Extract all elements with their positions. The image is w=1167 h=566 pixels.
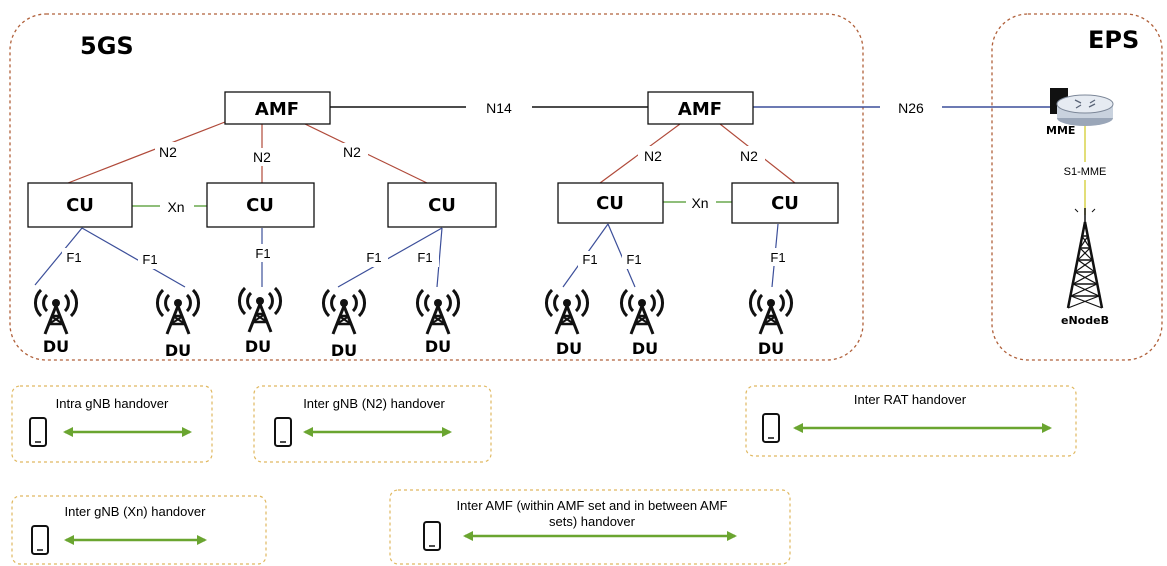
5gs-region	[9, 13, 864, 361]
f1-label: F1	[770, 250, 785, 265]
f1-label: F1	[417, 250, 432, 265]
du-label: DU	[331, 341, 357, 360]
f1-label: F1	[142, 252, 157, 267]
f1-label: F1	[255, 246, 270, 261]
xn-label: Xn	[691, 195, 708, 211]
amf-left-label: AMF	[255, 99, 299, 120]
legend-label-line1: Inter AMF (within AMF set and in between…	[457, 498, 728, 513]
du-label: DU	[556, 339, 582, 358]
amf-right-box	[647, 91, 754, 125]
phone-icon	[274, 417, 292, 447]
cu-label: CU	[66, 195, 94, 216]
legend-label: Intra gNB handover	[56, 396, 169, 411]
legend-inter-amf: Inter AMF (within AMF set and in between…	[389, 489, 791, 565]
phone-icon	[423, 521, 441, 551]
du-label: DU	[165, 341, 191, 360]
legend-inter-gnb-n2: Inter gNB (N2) handover	[253, 385, 492, 463]
du-tower-icon	[321, 288, 367, 336]
legend-intra-gnb: Intra gNB handover	[11, 385, 213, 463]
n26-label: N26	[898, 100, 924, 116]
legend-label-line2: sets) handover	[549, 514, 636, 529]
f1-label: F1	[626, 252, 641, 267]
n2-label: N2	[159, 144, 177, 160]
cu-label: CU	[596, 193, 624, 214]
du-tower-icon	[33, 288, 79, 336]
du-label: DU	[425, 337, 451, 356]
phone-icon	[29, 417, 47, 447]
f1-label: F1	[66, 250, 81, 265]
xn-label: Xn	[167, 199, 184, 215]
cu-box-5	[731, 182, 839, 224]
f1-label: F1	[582, 252, 597, 267]
du-tower-icon	[544, 288, 590, 336]
du-label: DU	[758, 339, 784, 358]
enodeb-label: eNodeB	[1061, 314, 1109, 327]
n14-label: N14	[486, 100, 512, 116]
n2-label: N2	[644, 148, 662, 164]
du-label: DU	[245, 337, 271, 356]
f1-label: F1	[366, 250, 381, 265]
legend-label: Inter RAT handover	[854, 392, 967, 407]
n2-links-right	[599, 123, 796, 184]
n2-label: N2	[740, 148, 758, 164]
du-tower-icon	[237, 286, 283, 334]
f1-links	[34, 223, 779, 288]
s1-mme-label: S1-MME	[1064, 166, 1107, 178]
cu-box-2	[206, 182, 315, 228]
mme-label: MME	[1046, 124, 1075, 137]
du-tower-icon	[748, 288, 794, 336]
cu-label: CU	[246, 195, 274, 216]
legend-label: Inter gNB (N2) handover	[303, 396, 445, 411]
enodeb-tower-icon	[1066, 208, 1104, 309]
legend-inter-rat: Inter RAT handover	[745, 385, 1077, 457]
eps-region	[991, 13, 1163, 361]
mme-router-icon	[1050, 88, 1114, 126]
du-label: DU	[632, 339, 658, 358]
n2-label: N2	[253, 149, 271, 165]
cu-label: CU	[771, 193, 799, 214]
5gs-title: 5GS	[80, 32, 134, 60]
eps-title: EPS	[1088, 26, 1139, 54]
cu-box-3	[387, 182, 497, 228]
legend-inter-gnb-xn: Inter gNB (Xn) handover	[11, 495, 267, 565]
amf-left-box	[224, 91, 331, 125]
cu-label: CU	[428, 195, 456, 216]
du-tower-icon	[415, 288, 461, 336]
cu-box-1	[27, 182, 133, 228]
phone-icon	[762, 413, 780, 443]
legend-label: Inter gNB (Xn) handover	[65, 504, 207, 519]
n2-label: N2	[343, 144, 361, 160]
amf-right-label: AMF	[678, 99, 722, 120]
cu-box-4	[557, 182, 664, 224]
du-tower-icon	[619, 288, 665, 336]
du-tower-icon	[155, 288, 201, 336]
phone-icon	[31, 525, 49, 555]
du-label: DU	[43, 337, 69, 356]
